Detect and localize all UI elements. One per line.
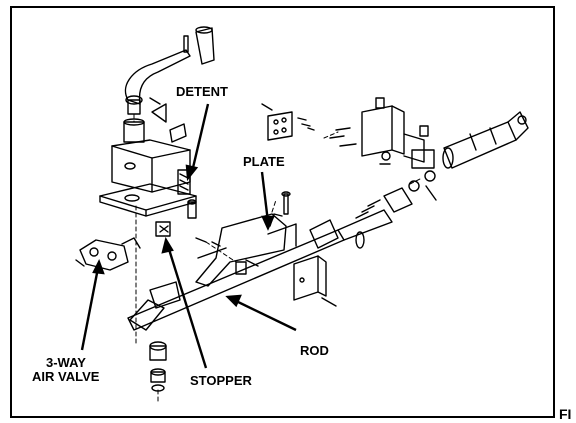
- right-cylinder: [442, 111, 529, 169]
- shift-rod: [127, 180, 420, 331]
- clevis-stack: [129, 281, 181, 392]
- detent-housing: [99, 118, 197, 217]
- vertical-bolt: [281, 191, 291, 215]
- callout-leaders: [80, 103, 297, 369]
- detent-spring: [177, 169, 197, 219]
- right-bracket: [329, 97, 437, 201]
- figure-frame: [10, 6, 555, 418]
- figure-tag: FI: [559, 406, 572, 422]
- plate: [195, 213, 297, 287]
- rod-end-bracket: [293, 255, 337, 307]
- label-detent: DETENT: [176, 84, 228, 99]
- label-rod: ROD: [300, 343, 329, 358]
- label-air-valve-line1: 3-WAY: [46, 355, 86, 370]
- label-air-valve-line2: AIR VALVE: [32, 369, 100, 384]
- stopper-hardware: [155, 221, 259, 275]
- three-way-air-valve: [75, 237, 141, 271]
- label-stopper: STOPPER: [190, 373, 252, 388]
- shift-handle: [124, 26, 215, 115]
- label-plate: PLATE: [243, 154, 285, 169]
- assembly-centerlines: [133, 113, 423, 405]
- bracket-hardware-top: [261, 103, 315, 141]
